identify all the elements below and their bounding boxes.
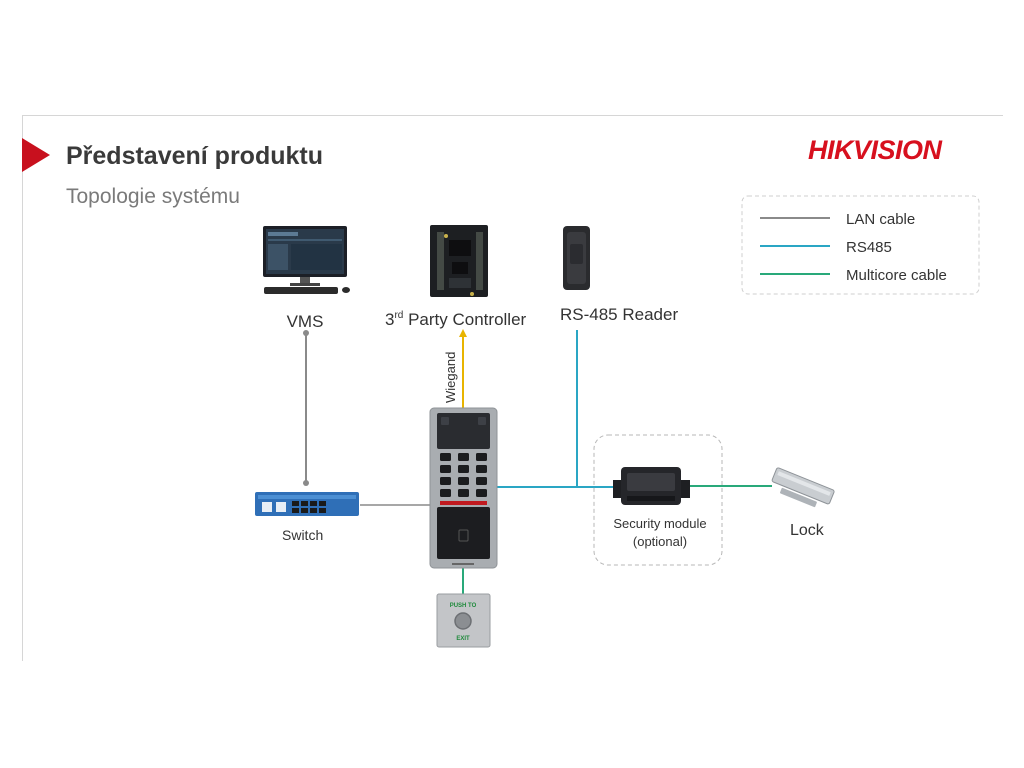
exit-button-icon: PUSH TO EXIT (436, 593, 491, 648)
terminal-card-area (437, 507, 490, 559)
mouse-icon (342, 287, 350, 293)
legend-label-rs485: RS485 (846, 239, 892, 256)
magnetic-lock-icon (771, 467, 835, 508)
legend-label-multicore: Multicore cable (846, 267, 947, 284)
wiegand-arrow-icon (459, 329, 467, 337)
red-triangle-marker (22, 138, 50, 172)
switch-label: Switch (282, 527, 323, 543)
access-terminal-icon (429, 407, 498, 569)
security-module-label: Security module (613, 516, 706, 531)
vms-workstation-icon (263, 226, 350, 294)
controller-label: 3rd Party Controller (385, 310, 527, 329)
controller-board-icon (430, 225, 488, 297)
legend: LAN cable RS485 Multicore cable (741, 195, 980, 295)
legend-border (741, 195, 980, 295)
keyboard-icon (264, 287, 338, 294)
exit-button-bottom-text: EXIT (456, 636, 470, 642)
wiegand-label: Wiegand (443, 352, 458, 403)
hikvision-logo: HIKVISION (808, 135, 943, 165)
lock-label: Lock (790, 522, 825, 539)
lan-endpoint-switch (303, 480, 309, 486)
security-module-optional-label: (optional) (633, 534, 687, 549)
vms-label: VMS (287, 312, 324, 331)
card-reader-icon (563, 226, 590, 290)
security-module-dashed-box (593, 434, 723, 566)
slide-subtitle: Topologie systému (66, 185, 240, 208)
terminal-screen (437, 413, 490, 449)
network-switch-icon (255, 492, 359, 516)
lan-endpoint-vms (303, 330, 309, 336)
security-module-icon (613, 467, 690, 505)
legend-label-lan: LAN cable (846, 211, 915, 228)
reader-label: RS-485 Reader (560, 305, 678, 324)
slide-frame (22, 115, 1003, 661)
terminal-keypad (440, 453, 487, 497)
slide-title: Představení produktu (66, 142, 323, 170)
exit-button-top-text: PUSH TO (450, 603, 477, 609)
